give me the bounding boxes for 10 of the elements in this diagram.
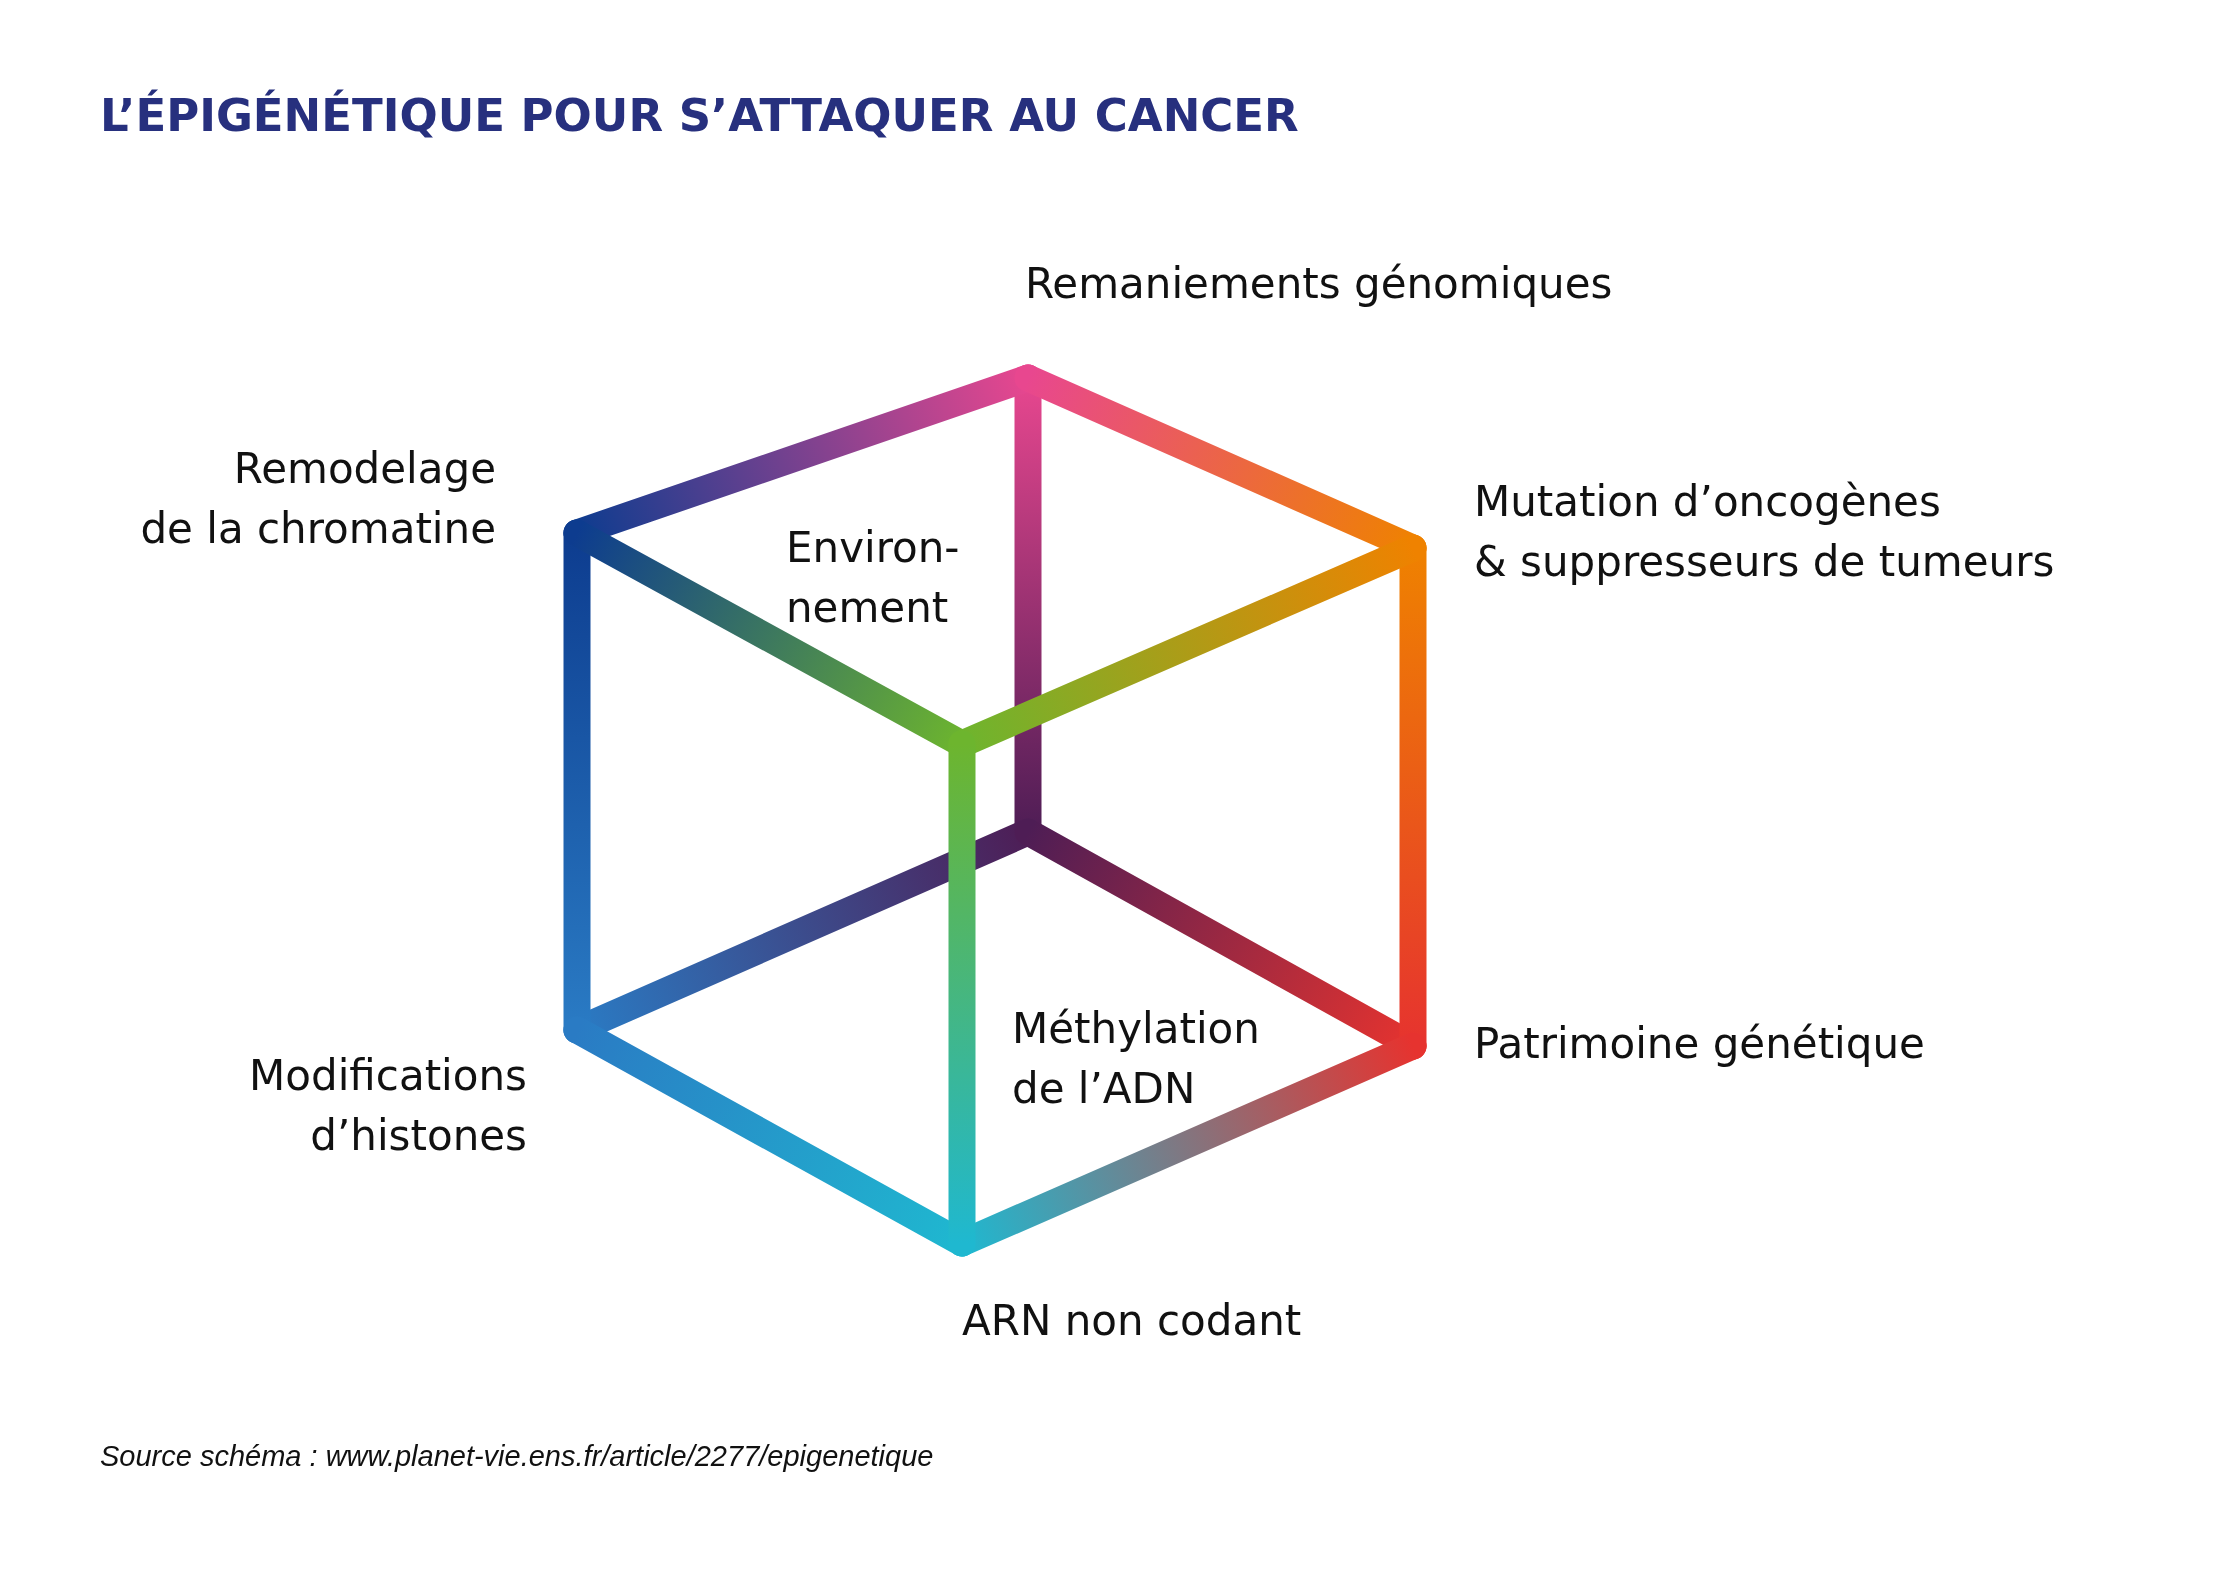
vertex-label: Remaniements génomiques [1025,258,1613,310]
vertex-label: ARN non codant [962,1295,1302,1347]
vertex-label: Mutation d’oncogènes & suppresseurs de tumeurs [1474,476,2055,588]
vertex-label: Modifications d’histones [249,1050,527,1162]
vertex-label: Remodelage de la chromatine [140,443,496,555]
face-label: Méthylation de l’ADN [1012,1003,1260,1115]
source-note: Source schéma : www.planet-vie.ens.fr/article/2277/epigenetique [100,1439,934,1474]
face-label: Environ- nement [786,522,960,634]
diagram-title: L’ÉPIGÉNÉTIQUE POUR S’ATTAQUER AU CANCER [100,88,1299,144]
vertex-label: Patrimoine génétique [1474,1018,1925,1070]
